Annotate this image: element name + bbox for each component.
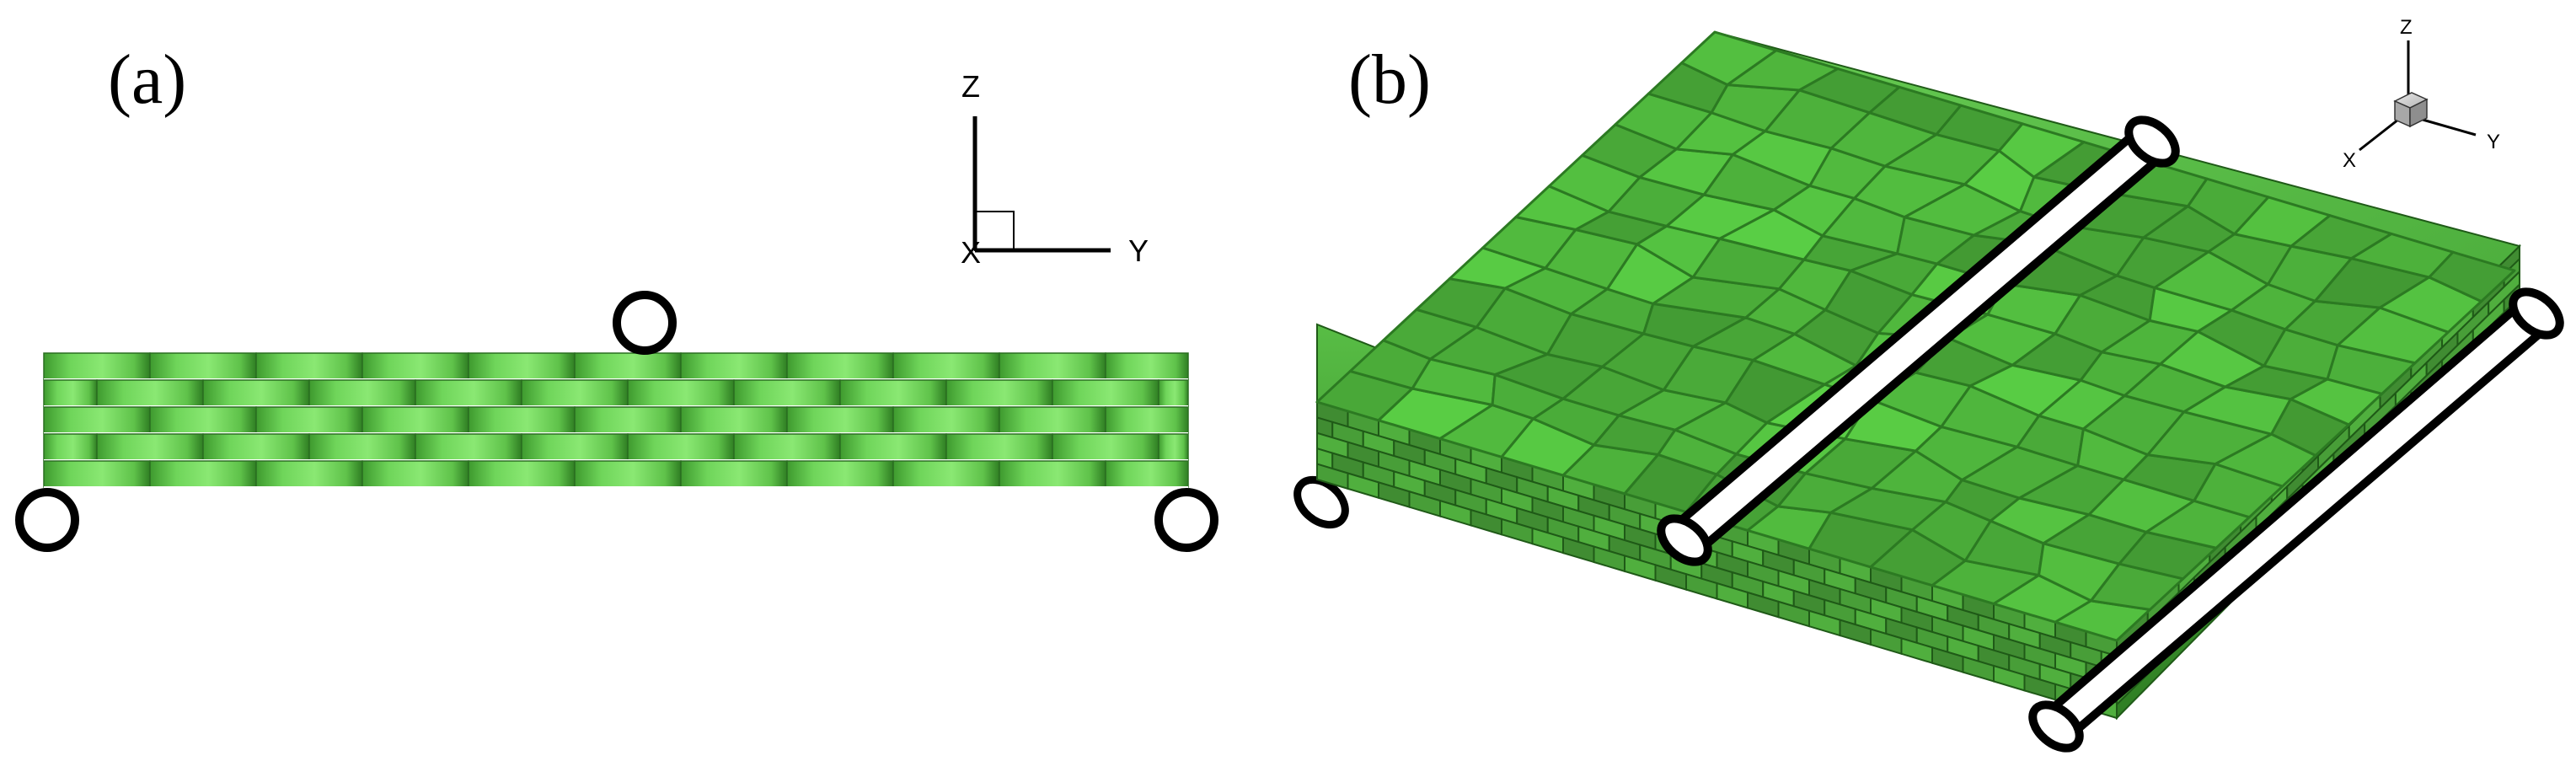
brick [1158, 379, 1189, 407]
brick [468, 460, 576, 488]
panel-b-label: (b) [1348, 40, 1431, 119]
panel-a: (a) Z Y X [15, 40, 1218, 552]
brick [43, 352, 151, 380]
brick [999, 352, 1106, 380]
brick [149, 352, 257, 380]
brick [468, 352, 576, 380]
brick [361, 460, 469, 488]
axis-triad-b: Z Y X [2343, 16, 2500, 172]
axis-triad-a: Z Y X [961, 69, 1149, 270]
brick [733, 433, 841, 461]
brick [43, 406, 151, 434]
brick [202, 433, 310, 461]
brick [680, 406, 788, 434]
brick [255, 460, 363, 488]
brick [521, 379, 629, 407]
brick [786, 406, 894, 434]
brick [43, 433, 98, 461]
brick [96, 433, 204, 461]
axis-label-x: X [961, 235, 981, 270]
brick [202, 379, 310, 407]
brick [574, 460, 682, 488]
brick [255, 352, 363, 380]
brick [786, 460, 894, 488]
brick [415, 433, 522, 461]
brick [999, 460, 1106, 488]
brick [1105, 406, 1189, 434]
brick [627, 379, 735, 407]
brick [574, 406, 682, 434]
brick [945, 433, 1053, 461]
brick [415, 379, 522, 407]
brick [680, 460, 788, 488]
axis-label-x-b: X [2343, 149, 2356, 172]
brick [733, 379, 841, 407]
brick [627, 433, 735, 461]
axis-label-y: Y [1128, 233, 1149, 268]
support-roller-right [1154, 488, 1218, 552]
brick [839, 379, 947, 407]
brick [786, 352, 894, 380]
loading-roller [613, 291, 677, 355]
brick [574, 352, 682, 380]
brick [468, 406, 576, 434]
support-roller-left [15, 488, 79, 552]
brick [892, 352, 1000, 380]
slab-side-bricks-left [1316, 400, 2118, 720]
brick [149, 460, 257, 488]
axis-label-z: Z [961, 69, 980, 104]
brick [839, 433, 947, 461]
brick [1052, 433, 1159, 461]
brick [255, 406, 363, 434]
voronoi-cell [2428, 250, 2516, 303]
axis-label-y-b: Y [2487, 131, 2500, 153]
brick [1158, 433, 1189, 461]
brick [999, 406, 1106, 434]
loading-roller-b [1657, 115, 2180, 566]
brick [361, 352, 469, 380]
panel-a-label: (a) [108, 40, 186, 119]
brick [1105, 460, 1189, 488]
brick [308, 379, 416, 407]
brick [149, 406, 257, 434]
brick [680, 352, 788, 380]
support-roller-back [1293, 475, 1349, 529]
brick [521, 433, 629, 461]
beam-side-view [43, 352, 1189, 489]
brick [1052, 379, 1159, 407]
slab-isometric [1315, 30, 2521, 721]
brick [43, 379, 98, 407]
support-roller-front [2028, 287, 2564, 753]
brick [1105, 352, 1189, 380]
brick [892, 460, 1000, 488]
axis-label-z-b: Z [2400, 16, 2413, 39]
panel-b: (b) [1293, 16, 2564, 753]
brick [43, 460, 151, 488]
brick [96, 379, 204, 407]
brick [308, 433, 416, 461]
brick [892, 406, 1000, 434]
brick [361, 406, 469, 434]
brick [945, 379, 1053, 407]
